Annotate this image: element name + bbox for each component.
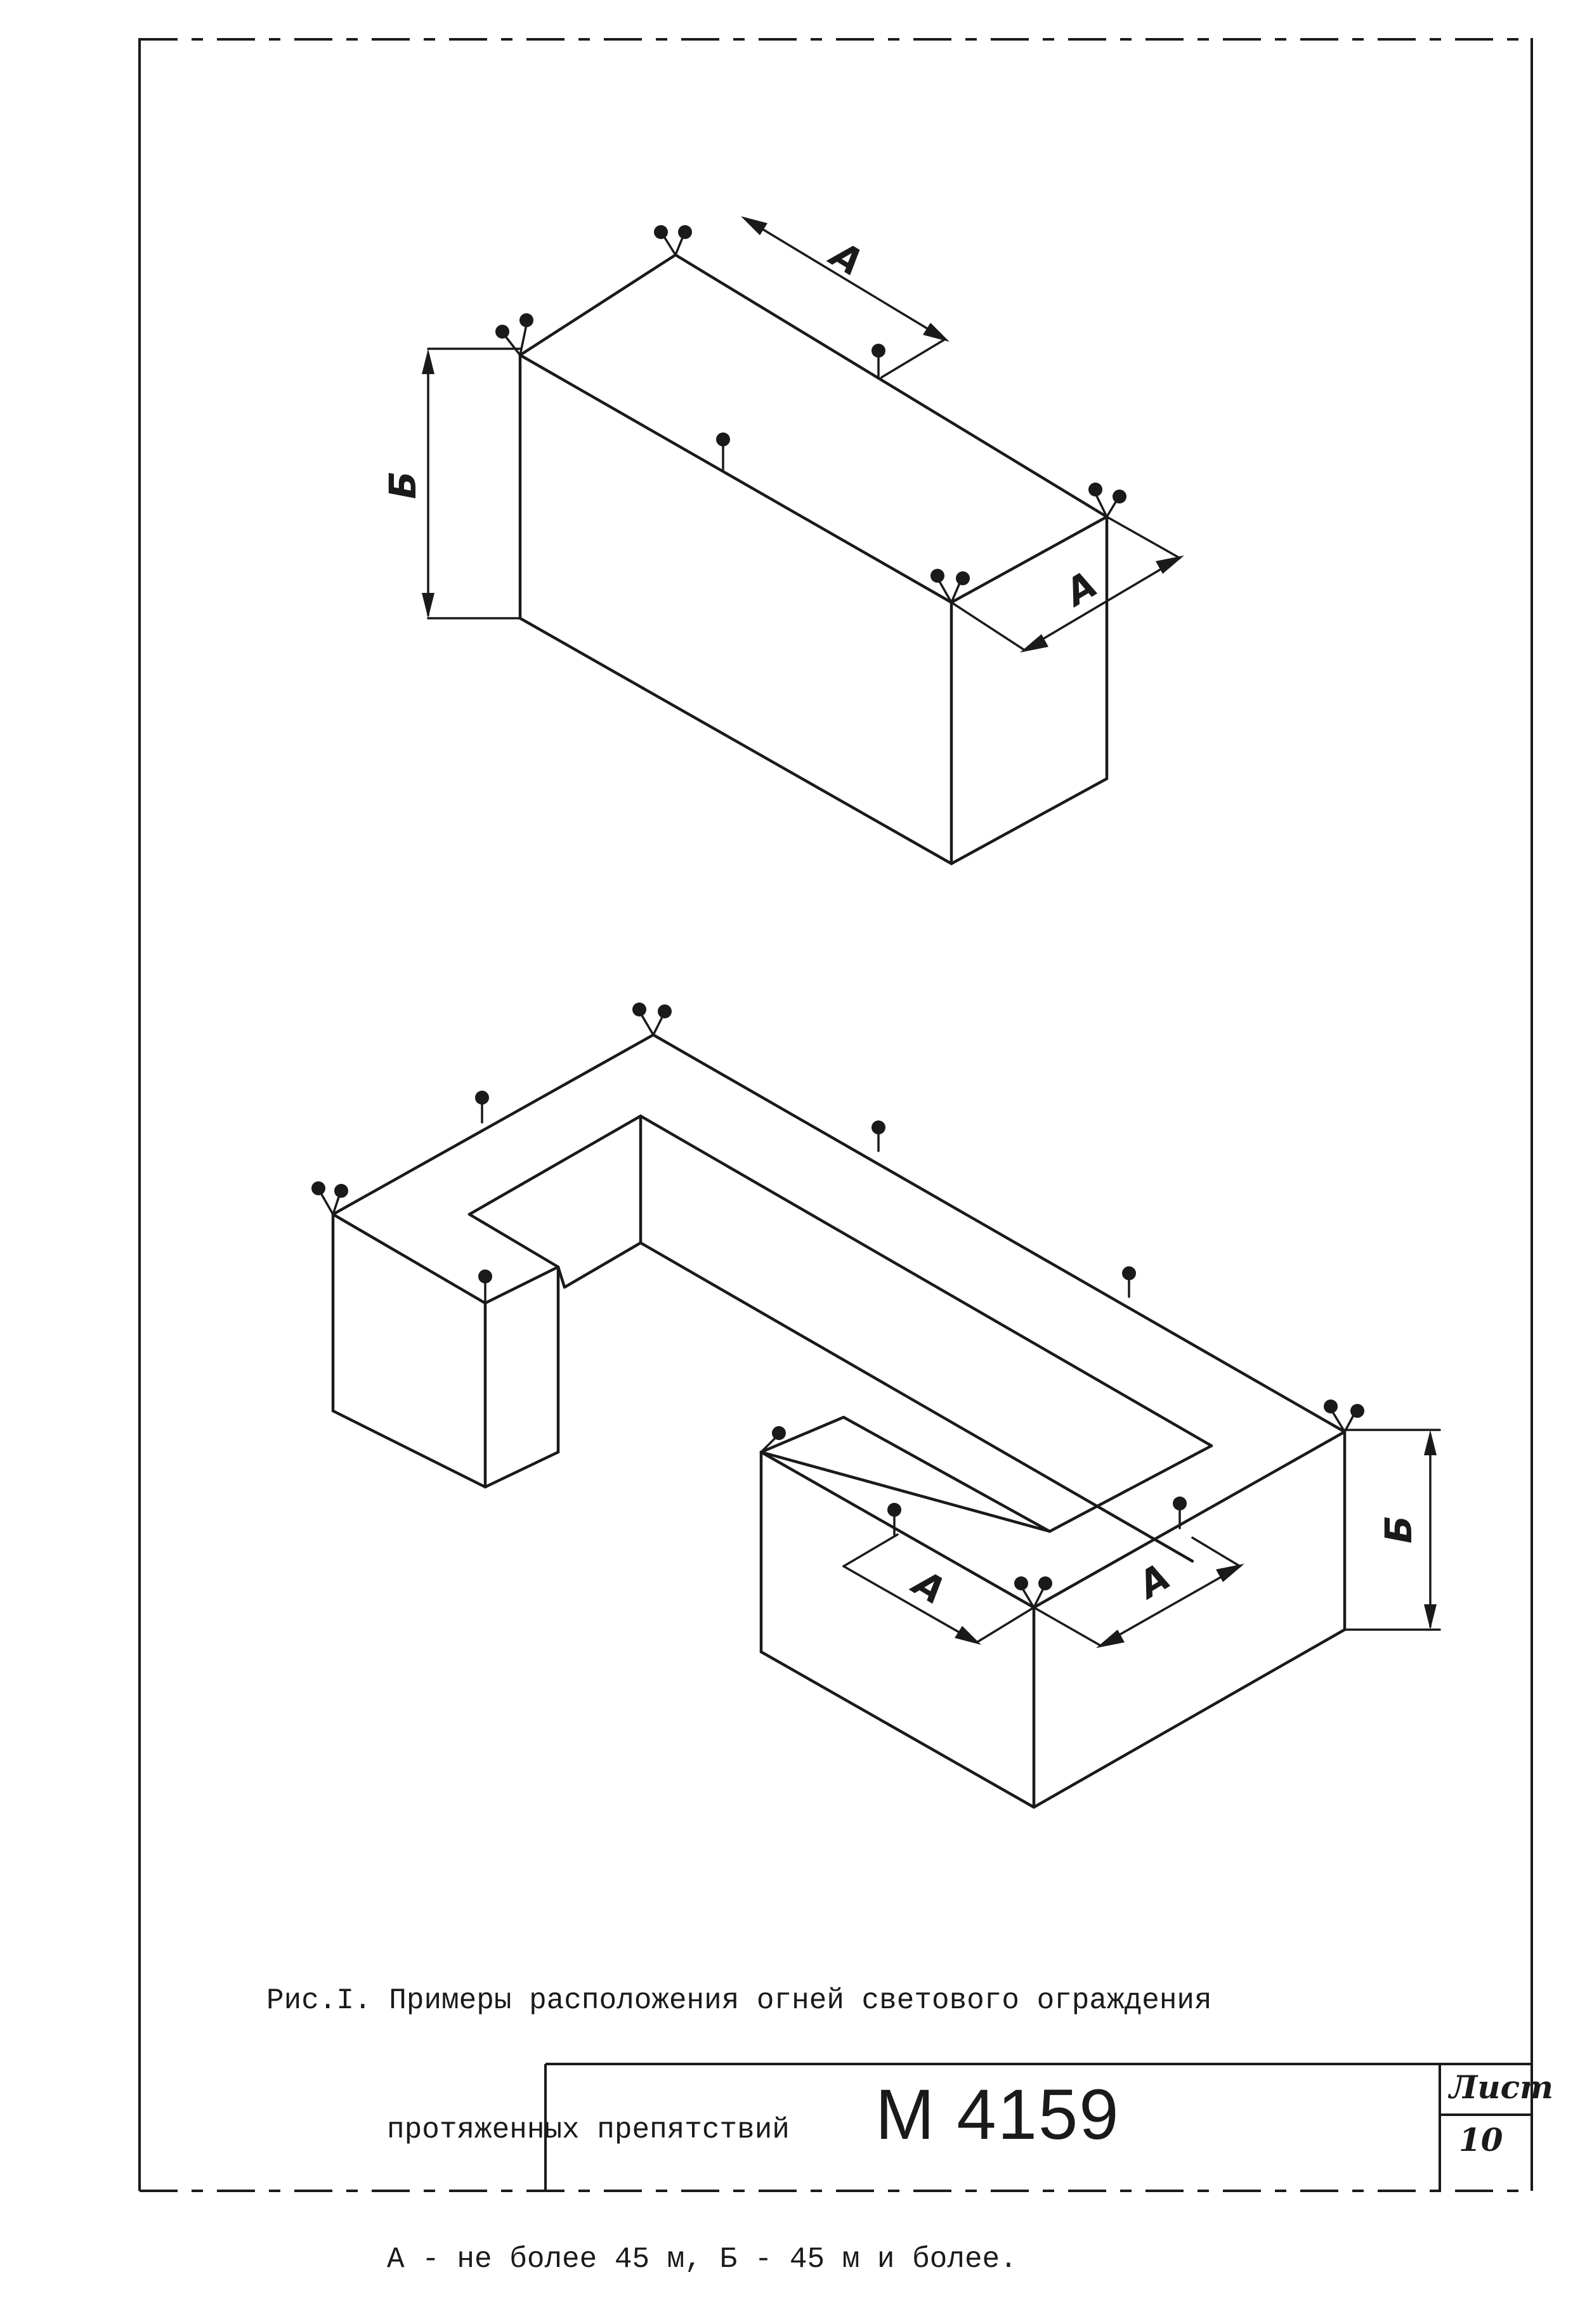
drawing-sheet: Б А А	[138, 38, 1533, 2192]
double-light	[495, 313, 533, 356]
figure-caption: Рис.I. Примеры расположения огней светов…	[266, 1893, 1472, 2324]
double-light	[632, 1003, 672, 1036]
dimension-a-top-label: А	[821, 231, 870, 284]
single-light	[478, 1269, 492, 1304]
sheet-number: 10	[1459, 2121, 1503, 2158]
single-light	[871, 1120, 885, 1152]
obstruction-lights-box	[495, 225, 1126, 604]
dimension-b-label: Б	[381, 471, 424, 499]
double-light	[1088, 483, 1126, 518]
single-light	[1122, 1266, 1136, 1298]
caption-line-1: Рис.I. Примеры расположения огней светов…	[266, 1984, 1212, 2017]
title-block	[544, 2063, 1532, 2191]
dimension-a-courtyard-right: А	[1033, 1536, 1244, 1648]
double-light	[311, 1181, 348, 1216]
u-shape-figure: Б А А	[311, 1003, 1441, 1809]
sheet-label: Лист	[1449, 2068, 1553, 2106]
double-light	[1324, 1399, 1364, 1433]
double-light	[1014, 1576, 1052, 1609]
u-shape-edges	[331, 1033, 1347, 1809]
single-light	[871, 344, 885, 379]
single-light	[887, 1503, 901, 1536]
dimension-a-top: А	[741, 216, 950, 379]
caption-line-2: протяженных препятствий	[387, 2113, 790, 2146]
dimension-b-left: Б	[381, 347, 521, 620]
box-figure: Б А А	[381, 216, 1184, 866]
sheet-frame	[138, 38, 1533, 2192]
single-light	[716, 432, 730, 471]
single-light	[1173, 1496, 1187, 1529]
double-light	[654, 225, 692, 256]
single-light	[760, 1426, 786, 1453]
document-code: М 4159	[875, 2075, 1120, 2154]
obstruction-lights-u	[311, 1003, 1364, 1609]
dimension-a-courtyard-right-label: А	[1129, 1555, 1178, 1607]
single-light	[475, 1091, 489, 1124]
dimension-b-right-label: Б	[1377, 1516, 1420, 1543]
double-light	[930, 569, 970, 604]
box-edges	[518, 253, 1109, 866]
caption-line-3: А - не более 45 м, Б - 45 м и более.	[387, 2243, 1017, 2276]
dimension-b-right: Б	[1343, 1429, 1441, 1631]
